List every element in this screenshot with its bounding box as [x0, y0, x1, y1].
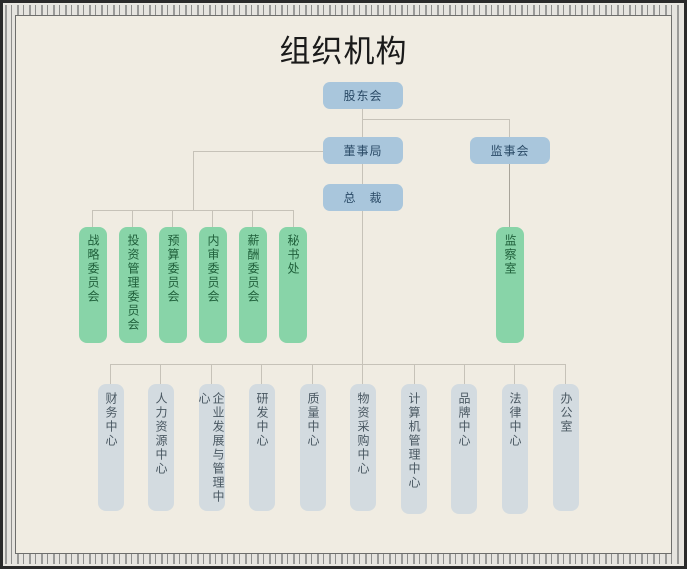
connector [293, 210, 294, 227]
node-label: 薪酬委员会 [246, 234, 260, 304]
connector [172, 210, 173, 227]
node-label: 预算委员会 [166, 234, 180, 304]
node-department[interactable]: 计算机管理中心 [401, 384, 427, 514]
node-committee[interactable]: 战略委员会 [79, 227, 107, 343]
node-label: 财务中心 [104, 392, 118, 448]
node-department[interactable]: 企业发展与管理中心 [197, 384, 225, 511]
node-label: 质量中心 [306, 392, 320, 448]
node-label: 企业发展与管理中心 [197, 392, 225, 504]
connector [362, 364, 363, 384]
node-committee[interactable]: 预算委员会 [159, 227, 187, 343]
connector [132, 210, 133, 227]
connector [509, 119, 510, 137]
connector [261, 364, 262, 384]
connector [160, 364, 161, 384]
connector [211, 364, 212, 384]
node-committee[interactable]: 秘书处 [279, 227, 307, 343]
node-label: 监察室 [503, 234, 517, 276]
node-label: 计算机管理中心 [407, 392, 421, 490]
connector [193, 151, 194, 210]
node-department[interactable]: 人力资源中心 [148, 384, 174, 511]
node-label: 战略委员会 [86, 234, 100, 304]
node-department[interactable]: 法律中心 [502, 384, 528, 514]
connector [312, 364, 313, 384]
node-supervisory-board[interactable]: 监事会 [470, 137, 550, 164]
connector [193, 151, 323, 152]
node-department[interactable]: 质量中心 [300, 384, 326, 511]
node-label: 研发中心 [255, 392, 269, 448]
connector [509, 163, 510, 227]
node-department[interactable]: 物资采购中心 [350, 384, 376, 511]
node-label: 内审委员会 [206, 234, 220, 304]
connector [362, 163, 363, 184]
node-label: 人力资源中心 [154, 392, 168, 476]
node-shareholders[interactable]: 股东会 [323, 82, 403, 109]
node-committee[interactable]: 投资管理委员会 [119, 227, 147, 343]
node-board[interactable]: 董事局 [323, 137, 403, 164]
node-label: 投资管理委员会 [126, 234, 140, 332]
node-committee[interactable]: 薪酬委员会 [239, 227, 267, 343]
node-committee[interactable]: 内审委员会 [199, 227, 227, 343]
connector [362, 119, 510, 120]
node-president[interactable]: 总 裁 [323, 184, 403, 211]
node-label: 监事会 [490, 144, 530, 158]
node-label: 物资采购中心 [356, 392, 370, 476]
node-label: 股东会 [343, 89, 383, 103]
connector [514, 364, 515, 384]
node-label: 董事局 [343, 144, 383, 158]
node-label: 秘书处 [286, 234, 300, 276]
node-label: 品牌中心 [457, 392, 471, 448]
node-label: 总 裁 [343, 191, 383, 205]
node-department[interactable]: 财务中心 [98, 384, 124, 511]
connector [252, 210, 253, 227]
connector [92, 210, 93, 227]
node-department[interactable]: 办公室 [553, 384, 579, 511]
connector [362, 210, 363, 364]
node-label: 办公室 [559, 392, 573, 434]
node-department[interactable]: 研发中心 [249, 384, 275, 511]
page-title: 组织机构 [279, 34, 408, 70]
connector [565, 364, 566, 384]
node-department[interactable]: 品牌中心 [451, 384, 477, 514]
node-supervision-office[interactable]: 监察室 [496, 227, 524, 343]
connector [362, 108, 363, 137]
connector [110, 364, 566, 365]
node-label: 法律中心 [508, 392, 522, 448]
connector [414, 364, 415, 384]
connector [92, 210, 294, 211]
connector [110, 364, 111, 384]
connector [212, 210, 213, 227]
connector [464, 364, 465, 384]
